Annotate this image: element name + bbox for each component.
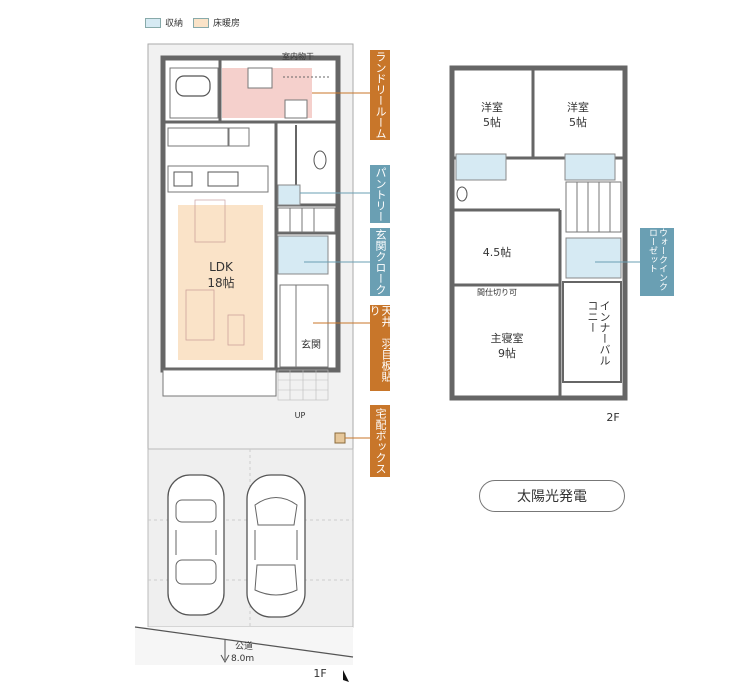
entrance-cloak-callout: 玄関クローク (370, 228, 390, 296)
legend: 収納 床暖房 (145, 16, 240, 29)
up-label: UP (295, 411, 306, 420)
delivery-box (334, 432, 346, 444)
ldk-label: LDK (209, 260, 234, 274)
floor2-label: 2F (606, 411, 619, 424)
legend-storage-label: 収納 (165, 19, 184, 29)
car-right (246, 474, 306, 618)
walkin-closet (565, 237, 622, 279)
inner-balcony-label: インナーバルコニー (586, 300, 611, 366)
floor1-label: 1F (313, 667, 326, 680)
floor-heating-swatch (193, 17, 210, 28)
road-width-label: 8.0m (231, 654, 254, 664)
master-label: 主寝室 (491, 331, 524, 345)
house-floor2 (449, 65, 628, 401)
ldk-size-label: 18帖 (207, 275, 234, 290)
ldk-floor-heating (178, 205, 263, 360)
legend-floor-heating-label: 床暖房 (213, 19, 241, 29)
kitchen-counter (167, 165, 269, 193)
north-arrow-icon (343, 670, 349, 682)
solar-label: 太陽光発電 (479, 480, 625, 512)
delivery-box-callout: 宅配ボックス (370, 405, 390, 477)
laundry-room-callout: ランドリールーム (370, 50, 390, 140)
road-label: 公道 (235, 640, 253, 652)
entrance-label: 玄関 (301, 338, 321, 351)
storage-swatch (145, 17, 161, 28)
master-size-label: 9帖 (498, 347, 516, 360)
pantry (277, 184, 301, 206)
laundry-dry-label: 室内物干 (282, 51, 314, 61)
road (135, 627, 353, 665)
toilet (313, 150, 327, 170)
room45-label: 4.5帖 (483, 246, 512, 259)
western1-size-label: 5帖 (483, 116, 501, 129)
bathtub (175, 75, 211, 97)
ceiling-callout: 天井 羽目板貼り (368, 305, 393, 391)
walkin-closet-callout: ウォークインクローゼット (640, 228, 674, 296)
western2-size-label: 5帖 (569, 116, 587, 129)
western2-label: 洋室 (567, 100, 589, 114)
entrance-cloak (277, 235, 329, 275)
western1-label: 洋室 (481, 100, 503, 114)
genkan-tile (277, 369, 329, 401)
house-floor1 (160, 55, 341, 401)
partition-label: 間仕切り可 (477, 287, 517, 297)
car-left (167, 474, 225, 616)
pantry-callout: パントリー (370, 165, 390, 223)
